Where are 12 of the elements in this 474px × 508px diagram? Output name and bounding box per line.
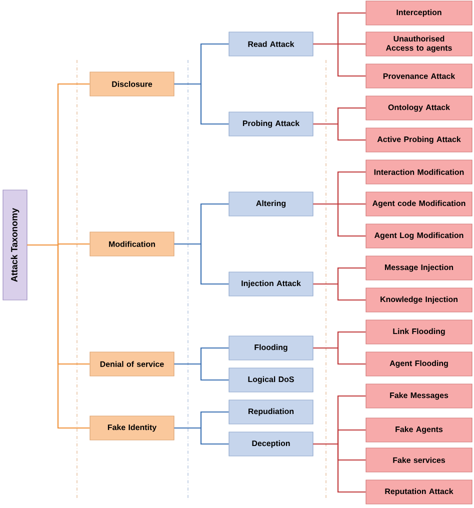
- connector-line: [27, 244, 90, 429]
- connector-line: [174, 363, 229, 381]
- connector-line: [313, 123, 366, 141]
- connector-line: [174, 427, 229, 445]
- connector-line: [313, 443, 366, 493]
- root-box: Attack Taxonomy: [2, 190, 28, 300]
- connector-line: [174, 243, 229, 285]
- connector-line: [313, 43, 366, 77]
- connector-line: [313, 283, 366, 301]
- connector-line: [174, 83, 229, 125]
- connector-line: [313, 203, 366, 237]
- connector-line: [313, 347, 366, 365]
